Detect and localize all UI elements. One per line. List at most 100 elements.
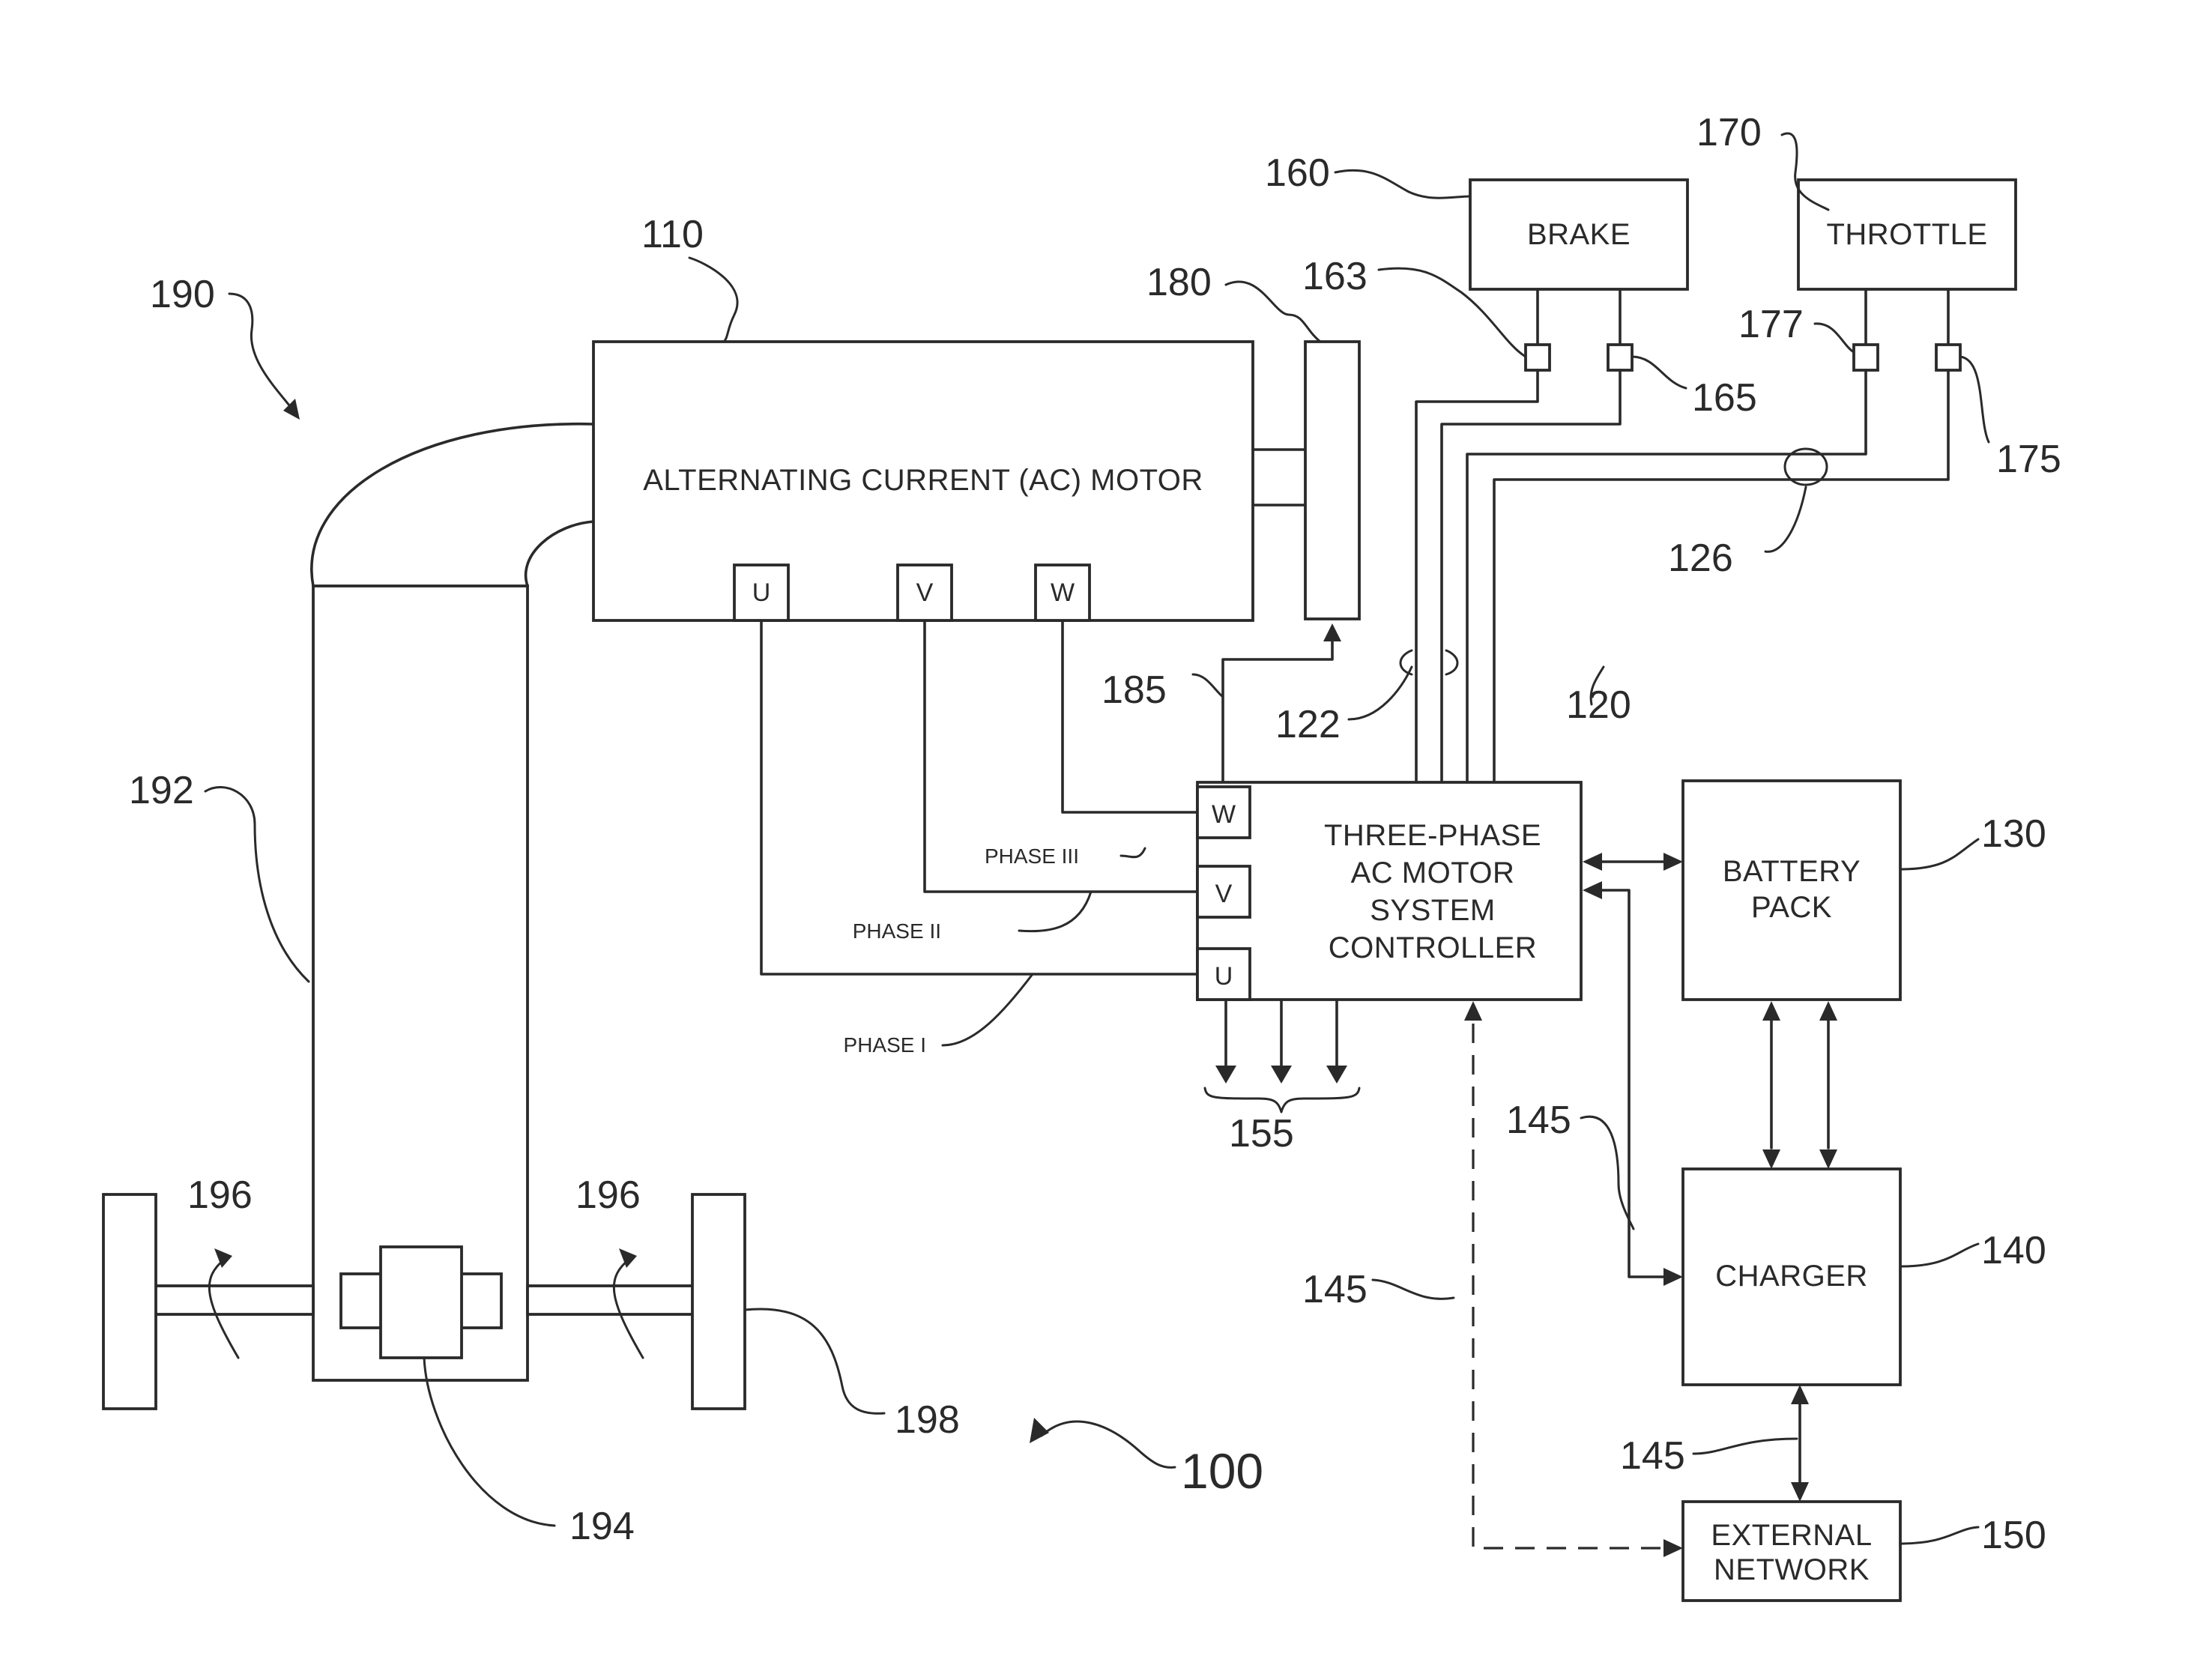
controller-charger-arrow-right <box>1663 1268 1683 1286</box>
ref-140: 140 <box>1981 1229 2046 1272</box>
leader-150 <box>1900 1527 1978 1544</box>
ref-192: 192 <box>129 769 194 812</box>
charger-label: CHARGER <box>1715 1260 1868 1293</box>
frame-curve-inner <box>526 522 593 586</box>
differential-center <box>381 1247 462 1358</box>
ref-145-c: 145 <box>1620 1434 1685 1478</box>
ref-163: 163 <box>1302 255 1368 298</box>
ref-170: 170 <box>1696 111 1762 154</box>
ref-110: 110 <box>641 213 704 256</box>
ref-177: 177 <box>1738 303 1804 346</box>
controller-port-v-label: V <box>1215 880 1233 908</box>
ref-196-right: 196 <box>575 1173 641 1217</box>
leader-165 <box>1632 357 1686 388</box>
motor-port-u-label: U <box>752 578 771 607</box>
motor-port-w-label: W <box>1051 578 1075 607</box>
ref-100: 100 <box>1181 1443 1263 1499</box>
leader-130 <box>1900 839 1978 869</box>
battery-label-line2: PACK <box>1751 891 1832 924</box>
ref-160: 160 <box>1265 151 1330 195</box>
ref-120: 120 <box>1566 683 1631 727</box>
controller-box <box>1197 782 1581 1000</box>
leader-140 <box>1900 1244 1978 1266</box>
throttle-label: THROTTLE <box>1826 218 1987 251</box>
leader-110 <box>689 258 737 342</box>
ref-126: 126 <box>1668 537 1733 580</box>
battery-label-line1: BATTERY <box>1723 855 1861 888</box>
leader-198 <box>745 1309 884 1413</box>
ref-198: 198 <box>895 1398 960 1442</box>
phase-iii-label: PHASE III <box>985 844 1079 868</box>
ref-122: 122 <box>1275 703 1341 746</box>
axle-right <box>528 1286 694 1314</box>
controller-outputs <box>1205 1000 1359 1112</box>
leader-177 <box>1815 324 1854 352</box>
ref-145-b: 145 <box>1302 1268 1368 1311</box>
phase-ii-leader <box>1019 892 1091 931</box>
leader-185 <box>1193 674 1223 697</box>
ref-165: 165 <box>1692 376 1757 420</box>
ref-180: 180 <box>1146 261 1212 304</box>
leader-126 <box>1765 487 1806 552</box>
controller-label-line2: AC MOTOR <box>1351 856 1515 889</box>
controller-label-line3: SYSTEM <box>1370 894 1495 927</box>
ref-185: 185 <box>1102 668 1167 712</box>
ac-motor-label: ALTERNATING CURRENT (AC) MOTOR <box>643 464 1203 497</box>
axle-left <box>154 1286 313 1314</box>
controller-label-line1: THREE-PHASE <box>1324 819 1541 852</box>
leader-122 <box>1349 667 1412 719</box>
phase-i-label: PHASE I <box>844 1033 926 1057</box>
ref-155: 155 <box>1229 1112 1294 1155</box>
phase-iii-leader <box>1121 848 1145 857</box>
encoder <box>1305 342 1359 619</box>
leader-160 <box>1335 170 1470 198</box>
leader-145-c <box>1693 1439 1797 1454</box>
controller-battery-arrow-left <box>1583 853 1602 871</box>
leader-145-a <box>1581 1117 1634 1229</box>
leader-190 <box>229 294 292 409</box>
brake: BRAKE <box>1470 180 1687 289</box>
ref-150: 150 <box>1981 1514 2046 1557</box>
motor-port-v-label: V <box>916 578 934 607</box>
phase-ii-label: PHASE II <box>853 919 941 943</box>
ref-130: 130 <box>1981 812 2046 856</box>
ref-175: 175 <box>1996 438 2061 481</box>
brake-label: BRAKE <box>1527 218 1631 251</box>
controller-charger-link <box>1601 890 1665 1277</box>
leader-100-arrow <box>1030 1418 1049 1443</box>
controller-battery-arrow-right <box>1663 853 1683 871</box>
network-label-line1: EXTERNAL <box>1711 1519 1872 1552</box>
ref-194: 194 <box>569 1505 635 1548</box>
network-label-line2: NETWORK <box>1714 1553 1870 1586</box>
ref-145-a: 145 <box>1506 1099 1571 1142</box>
throttle-sensor-a <box>1854 345 1878 370</box>
leader-192 <box>205 787 309 982</box>
brake-sensor-b <box>1608 345 1632 370</box>
leader-194 <box>424 1358 554 1526</box>
encoder-arrowhead <box>1323 623 1341 641</box>
ac-motor: ALTERNATING CURRENT (AC) MOTOR U V W <box>593 342 1253 620</box>
leader-145-b <box>1373 1280 1454 1299</box>
controller-label-line4: CONTROLLER <box>1329 931 1537 964</box>
brake-sensor-a <box>1526 345 1550 370</box>
external-network: EXTERNAL NETWORK <box>1683 1502 1900 1601</box>
phase-iii-wire <box>1063 620 1197 812</box>
charger: CHARGER <box>1683 1169 1900 1385</box>
frame-curve-outer <box>312 424 593 586</box>
leader-175 <box>1960 357 1989 442</box>
throttle-sensor-b <box>1936 345 1960 370</box>
controller-port-w-label: W <box>1212 800 1236 829</box>
wheel-right <box>692 1194 745 1409</box>
battery-box <box>1683 781 1900 1000</box>
wireless-arrow-right <box>1663 1539 1683 1557</box>
wireless-arrow-up <box>1464 1001 1482 1021</box>
phase-i-leader <box>943 974 1033 1045</box>
vehicle-frame <box>312 424 593 1380</box>
wheel-left <box>103 1194 156 1409</box>
leader-100 <box>1042 1421 1175 1467</box>
motor-controller: W V U THREE-PHASE AC MOTOR SYSTEM CONTRO… <box>1197 782 1581 1000</box>
brake-cable-a <box>1416 370 1538 782</box>
ref-190: 190 <box>150 273 215 316</box>
battery-pack: BATTERY PACK <box>1683 781 1900 1000</box>
